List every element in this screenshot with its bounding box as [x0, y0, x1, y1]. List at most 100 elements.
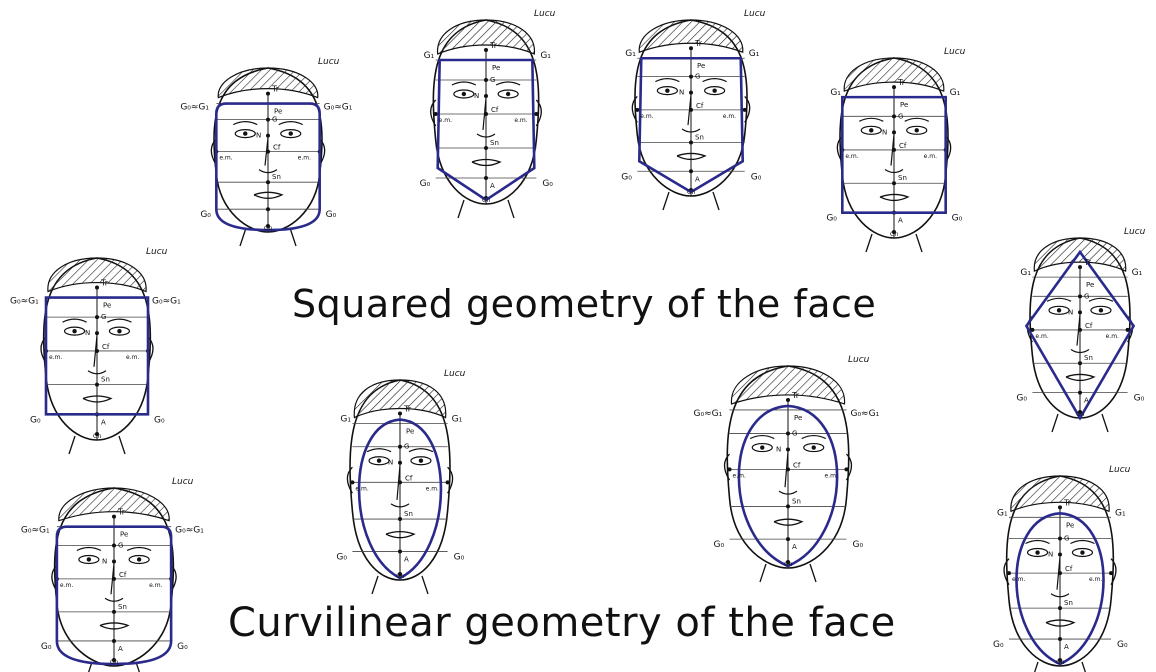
label-gn: Gn	[687, 189, 696, 196]
label-a: A	[792, 543, 797, 551]
label-sn: Sn	[490, 139, 499, 147]
pupil	[137, 557, 141, 561]
label-gn: Gn	[93, 433, 102, 440]
label-cf: Cf	[119, 571, 127, 579]
label-pe: Pe	[697, 62, 705, 70]
landmark-dot	[398, 445, 402, 449]
label-pe: Pe	[406, 428, 414, 436]
eyebrow	[77, 547, 101, 550]
pupil	[506, 92, 510, 96]
label-g0-right: G₀	[177, 642, 188, 652]
label-g0-right: G₀	[852, 540, 863, 550]
landmark-dot	[484, 176, 488, 180]
label-n: N	[776, 446, 781, 454]
landmark-dot	[635, 108, 639, 112]
artist-signature: Lucu	[944, 47, 966, 57]
label-a: A	[101, 418, 106, 426]
label-em-right: e.m.	[824, 472, 837, 479]
label-g0-left: G₀	[41, 642, 52, 652]
label-pe: Pe	[120, 531, 128, 539]
landmark-dot	[689, 91, 693, 95]
label-g: G	[101, 313, 106, 321]
landmark-dot	[112, 559, 116, 563]
label-g1-left: G₁	[340, 415, 351, 425]
landmark-dot	[786, 504, 790, 508]
pupil	[812, 445, 816, 449]
landmark-dot	[398, 517, 402, 521]
landmark-dot	[266, 134, 270, 138]
label-cf: Cf	[696, 102, 704, 110]
landmark-dot	[266, 118, 270, 122]
landmark-dot	[266, 180, 270, 184]
label-g1-right: G₁	[1115, 508, 1126, 518]
landmark-dot	[1058, 537, 1062, 541]
eyebrow	[655, 79, 679, 82]
landmark-dot	[1078, 391, 1082, 395]
label-sn: Sn	[1064, 599, 1073, 607]
landmark-dot	[484, 94, 488, 98]
label-g0-left: G₀	[420, 179, 431, 189]
face-5: TrPeGNCfe.m.e.m.SnAGnG₀G₀G₀≈G₁G₀≈G₁Lucu	[10, 247, 181, 454]
landmark-dot	[1109, 571, 1113, 575]
eyebrow	[1089, 298, 1113, 301]
landmark-dot	[398, 480, 402, 484]
label-em-left: e.m.	[640, 113, 653, 120]
label-gonion-pair-right: G₀≈G₁	[324, 103, 353, 113]
label-g0-right: G₀	[454, 552, 465, 562]
landmark-dot	[786, 432, 790, 436]
label-a: A	[1064, 643, 1069, 651]
label-a: A	[404, 555, 409, 563]
label-sn: Sn	[898, 174, 907, 182]
label-pe: Pe	[1066, 521, 1074, 529]
label-g1-left: G₁	[997, 508, 1008, 518]
landmark-dot	[1058, 606, 1062, 610]
label-pe: Pe	[1086, 281, 1094, 289]
artist-signature: Lucu	[1109, 465, 1131, 475]
label-cf: Cf	[793, 461, 801, 469]
label-g1-right: G₁	[540, 51, 551, 61]
landmark-dot	[1058, 637, 1062, 641]
landmark-dot	[844, 467, 848, 471]
pupil	[1080, 550, 1084, 554]
label-g0-right: G₀	[154, 415, 165, 425]
label-gonion-pair-right: G₀≈G₁	[152, 297, 181, 307]
landmark-dot	[689, 140, 693, 144]
pupil	[869, 128, 873, 132]
label-cf: Cf	[102, 343, 110, 351]
eyebrow	[107, 319, 131, 322]
eyebrow	[1047, 298, 1071, 301]
landmark-dot	[266, 207, 270, 211]
label-tr: Tr	[117, 508, 126, 517]
pupil	[712, 88, 716, 92]
label-em-left: e.m.	[733, 472, 746, 479]
label-g1-left: G₁	[830, 88, 841, 98]
label-gn: Gn	[784, 561, 793, 568]
label-g0-right: G₀	[952, 214, 963, 224]
label-a: A	[118, 645, 123, 653]
label-g0-right: G₀	[326, 210, 337, 220]
landmark-dot	[398, 461, 402, 465]
label-gonion-pair-left: G₀≈G₁	[180, 103, 209, 113]
landmark-dot	[892, 181, 896, 185]
label-g: G	[118, 541, 123, 549]
label-em-left: e.m.	[49, 354, 62, 361]
landmark-dot	[95, 349, 99, 353]
landmark-dot	[689, 169, 693, 173]
label-gonion-pair-right: G₀≈G₁	[850, 409, 879, 419]
label-g1-right: G₁	[749, 49, 760, 59]
label-g1-left: G₁	[424, 51, 435, 61]
landmark-dot	[95, 286, 99, 290]
label-cf: Cf	[405, 474, 413, 482]
label-cf: Cf	[491, 106, 499, 114]
eyebrow	[367, 449, 391, 452]
label-n: N	[256, 132, 261, 140]
landmark-dot	[398, 412, 402, 416]
pupil	[243, 131, 247, 135]
landmark-dot	[1058, 553, 1062, 557]
label-gn: Gn	[890, 231, 899, 238]
label-a: A	[1084, 397, 1089, 405]
landmark-dot	[1078, 310, 1082, 314]
artist-signature: Lucu	[444, 369, 466, 379]
landmark-dot	[112, 543, 116, 547]
label-em-left: e.m.	[845, 153, 858, 160]
